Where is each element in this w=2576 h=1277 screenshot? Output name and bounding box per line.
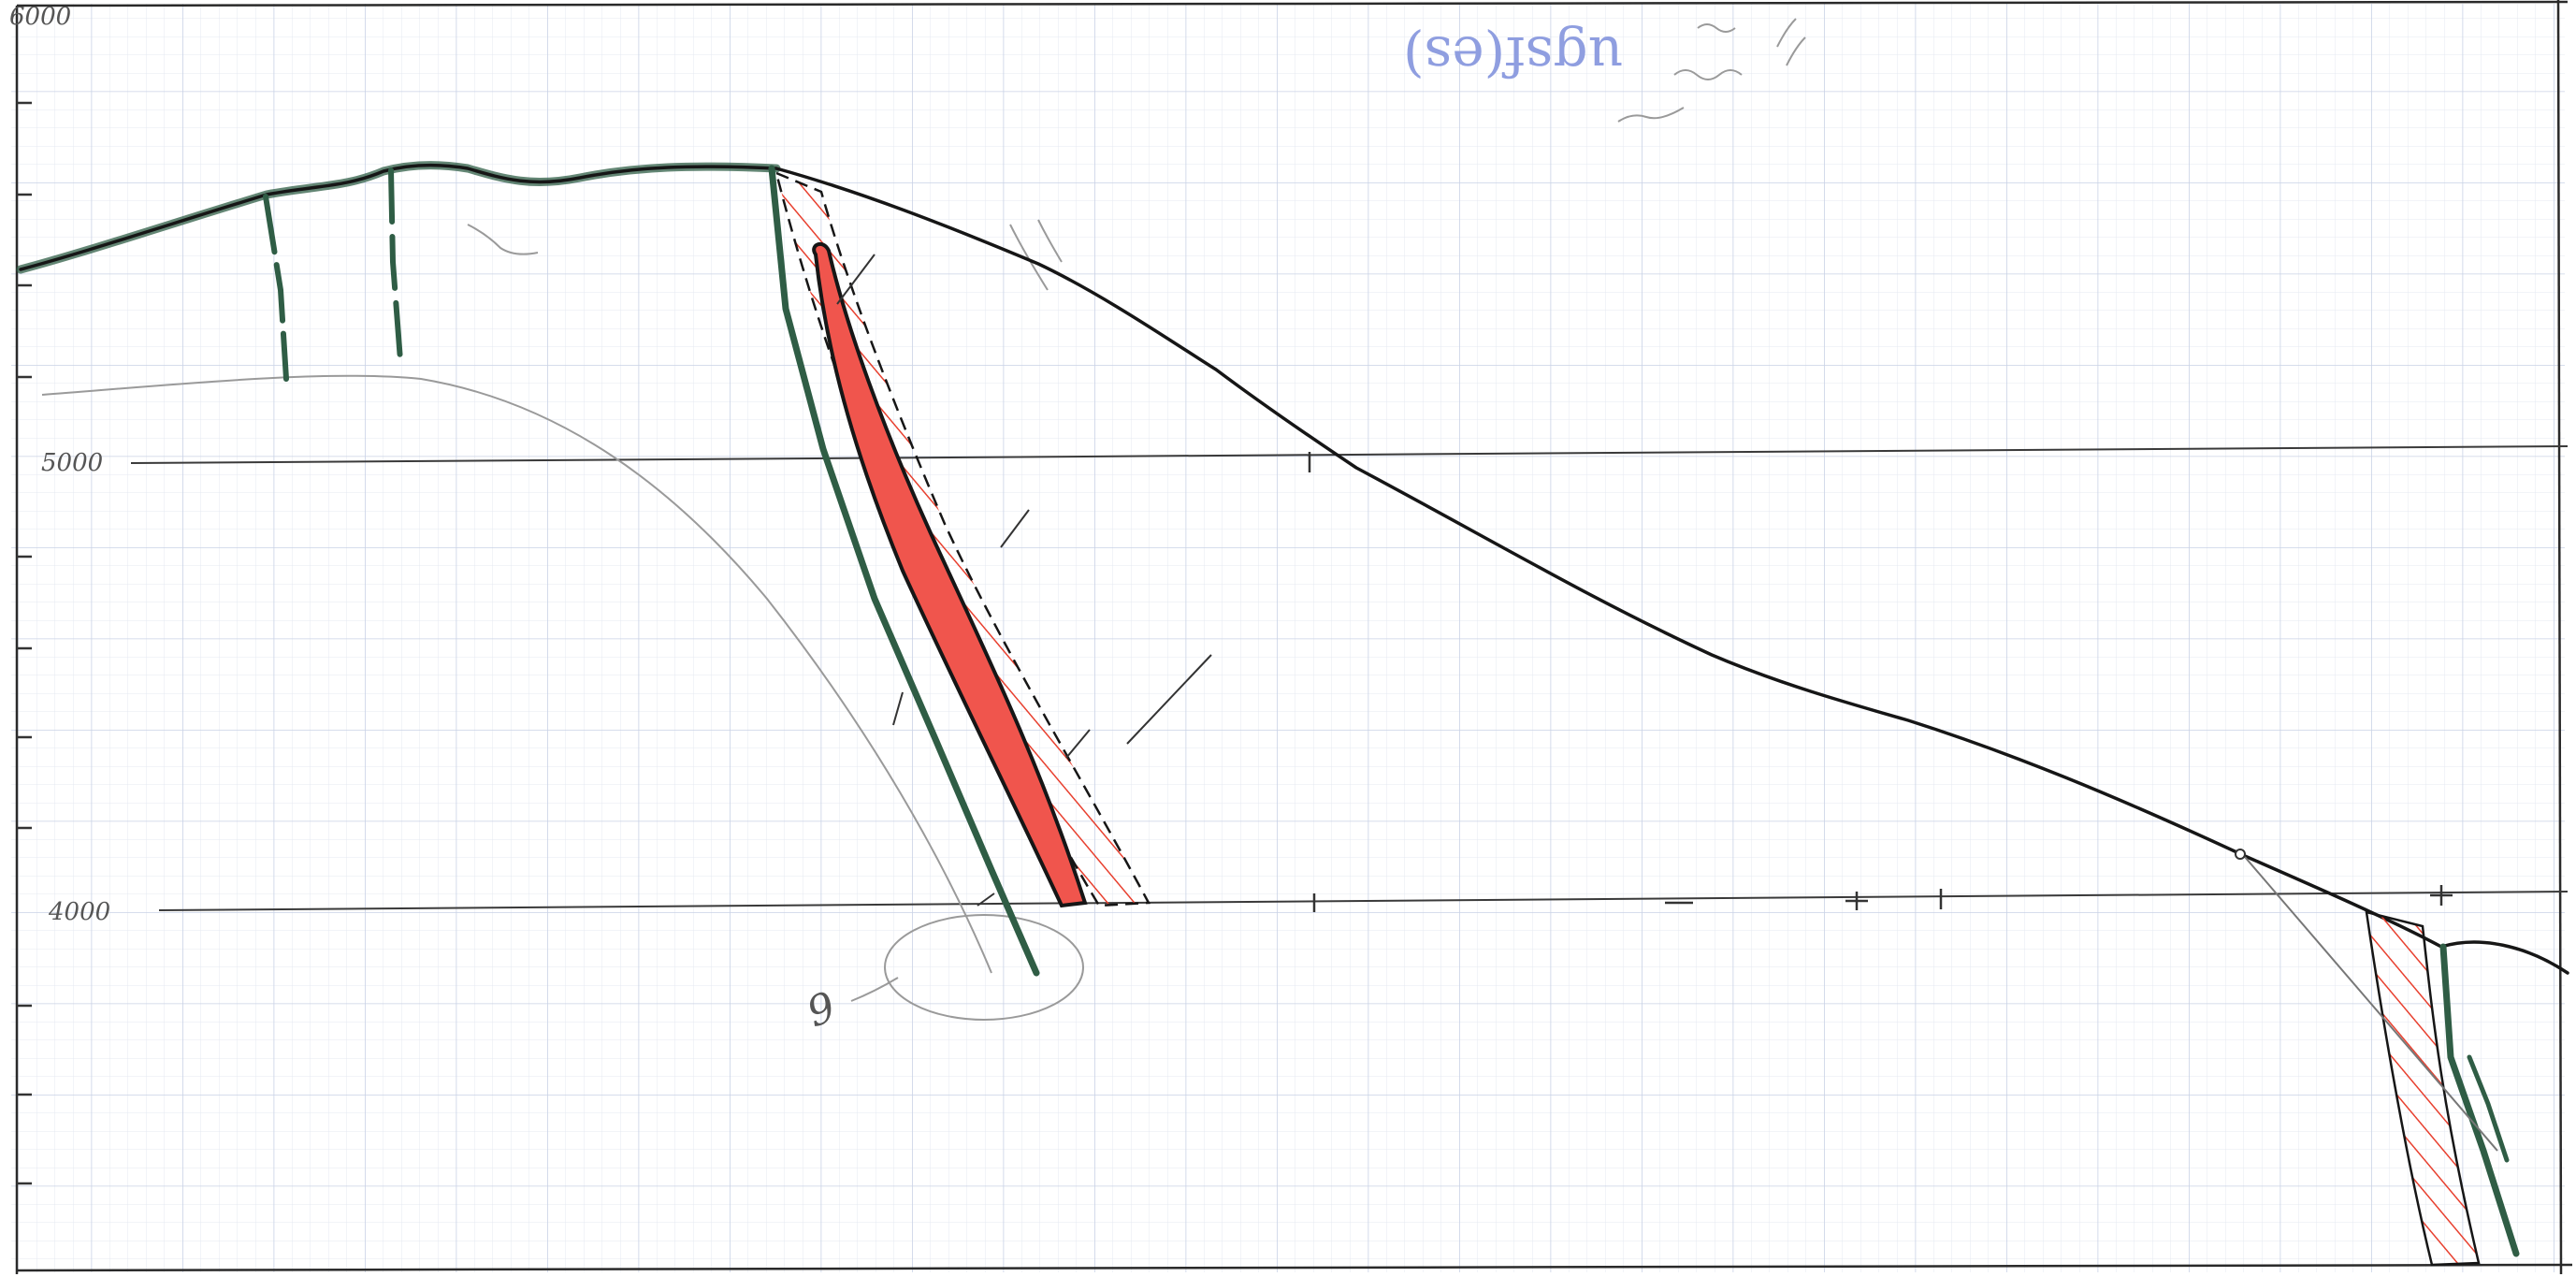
elevation-label-6000: 6000 (9, 3, 71, 31)
major-grid (11, 4, 2565, 1272)
reference-line-ticks (1308, 452, 2453, 912)
elevation-reference-lines (130, 445, 2569, 911)
dike-traces (263, 165, 2520, 1257)
ore-body (812, 241, 1088, 908)
sheet-frame (15, 0, 2573, 1275)
collar-marker (2235, 849, 2246, 860)
alteration-envelope-east (2365, 910, 2481, 1267)
elevation-label-5000: 5000 (41, 449, 103, 477)
mirrored-note: ugsf(es) (1403, 24, 1623, 88)
elevation-label-4000: 4000 (48, 898, 110, 926)
drill-hole-trace (41, 374, 1084, 1021)
faint-pencil-scribbles (467, 18, 1806, 291)
elevation-axis-ticks (17, 101, 32, 1185)
structural-ticks (836, 254, 2498, 1152)
topography-line (19, 163, 2569, 975)
